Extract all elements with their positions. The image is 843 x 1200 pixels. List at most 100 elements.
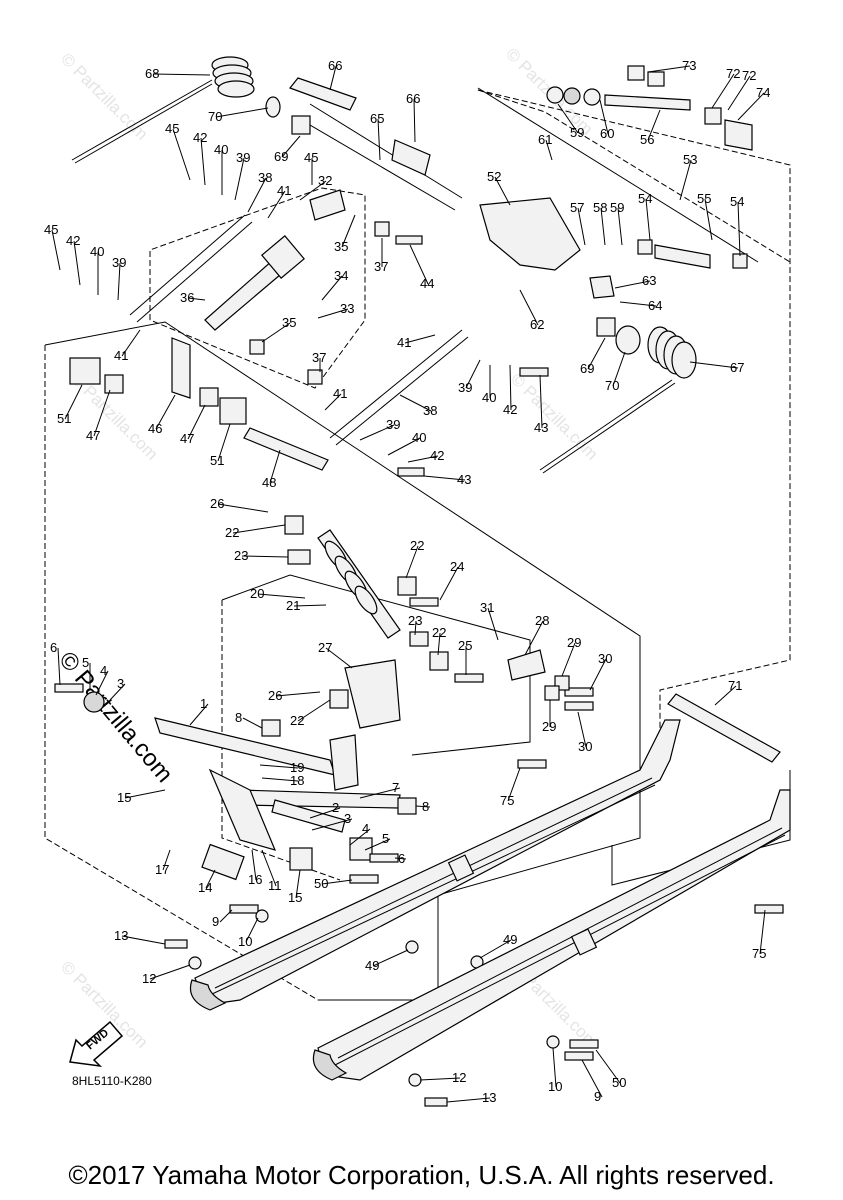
callout-19: 19	[290, 760, 304, 775]
callout-41: 41	[397, 335, 411, 350]
leader-line-42	[509, 364, 512, 411]
callout-8: 8	[235, 710, 242, 725]
sleeve-66b	[391, 139, 431, 176]
copyright-notice: ©2017 Yamaha Motor Corporation, U.S.A. A…	[68, 1160, 775, 1190]
callout-28: 28	[535, 613, 549, 628]
callout-labels: 1233445566788991010111212131314151516171…	[44, 58, 770, 1105]
collar-47	[104, 374, 124, 394]
callout-9: 9	[594, 1089, 601, 1104]
callout-43: 43	[534, 420, 548, 435]
callout-49: 49	[503, 932, 517, 947]
shock-body-36	[261, 235, 305, 279]
callout-61: 61	[538, 132, 552, 147]
callout-15: 15	[288, 890, 302, 905]
link-38-lower	[329, 329, 463, 439]
leader-line-68	[152, 73, 211, 76]
leader-line-30	[589, 658, 607, 691]
watermark-text: © Partzilla.com	[507, 369, 601, 463]
callout-44: 44	[420, 276, 434, 291]
shaft-56	[604, 94, 691, 111]
callout-3: 3	[344, 811, 351, 826]
watermark-main: © Partzilla.com	[53, 647, 178, 788]
callout-29: 29	[567, 635, 581, 650]
leader-line-31	[487, 607, 499, 641]
callout-45: 45	[165, 121, 179, 136]
leader-line-13	[446, 1097, 491, 1103]
callout-18: 18	[290, 773, 304, 788]
callout-74: 74	[756, 85, 770, 100]
collar-4	[349, 837, 373, 861]
callout-26: 26	[268, 688, 282, 703]
leader-line-61	[545, 139, 553, 161]
washer-70	[615, 325, 641, 355]
leader-line-19	[259, 764, 299, 769]
callout-20: 20	[250, 586, 264, 601]
callout-71: 71	[728, 678, 742, 693]
callout-22: 22	[432, 625, 446, 640]
leader-line-53	[679, 159, 692, 201]
leader-line-42	[200, 137, 206, 186]
leader-line-47	[187, 404, 206, 440]
leader-line-74	[737, 92, 765, 121]
leader-line-10	[552, 1047, 557, 1088]
callout-4: 4	[100, 663, 107, 678]
callout-8: 8	[422, 799, 429, 814]
callout-47: 47	[180, 431, 194, 446]
leader-line-42	[73, 240, 81, 286]
leader-line-24	[439, 566, 459, 601]
collar-22b	[397, 576, 417, 596]
callout-2: 2	[332, 800, 339, 815]
collar-22	[284, 515, 304, 535]
leader-line-35	[261, 322, 291, 343]
callout-47: 47	[86, 428, 100, 443]
leader-line-40	[387, 437, 421, 456]
bolt-44	[395, 235, 423, 245]
slide-rails	[189, 719, 791, 1081]
leader-line-63	[614, 280, 651, 289]
leader-line-9	[219, 909, 233, 923]
link-38-upper	[129, 214, 246, 316]
callout-52: 52	[487, 169, 501, 184]
callout-23: 23	[234, 548, 248, 563]
callout-5: 5	[382, 831, 389, 846]
collar-59	[546, 86, 564, 104]
callout-14: 14	[198, 880, 212, 895]
callout-69: 69	[580, 361, 594, 376]
leader-line-38	[247, 177, 267, 213]
leader-line-54	[737, 201, 741, 257]
callout-50: 50	[314, 876, 328, 891]
callout-46: 46	[148, 421, 162, 436]
callout-22: 22	[410, 538, 424, 553]
bracket-16	[208, 768, 277, 851]
callout-54: 54	[730, 194, 744, 209]
watermark-text: © Partzilla.com	[57, 49, 151, 143]
bolt-6	[54, 683, 84, 693]
slide-rail-right	[312, 789, 791, 1081]
link-28	[507, 649, 546, 681]
bolt-75b	[754, 904, 784, 914]
bracket-27	[344, 659, 401, 729]
callout-72: 72	[726, 66, 740, 81]
callout-22: 22	[290, 713, 304, 728]
callout-41: 41	[333, 386, 347, 401]
callout-42: 42	[193, 130, 207, 145]
leader-line-71	[714, 685, 737, 706]
callout-66: 66	[406, 91, 420, 106]
callout-43: 43	[457, 472, 471, 487]
leader-line-75	[507, 767, 521, 802]
leader-line-27	[325, 647, 353, 669]
callout-58: 58	[593, 200, 607, 215]
callout-32: 32	[318, 173, 332, 188]
bolt-9b	[564, 1051, 594, 1061]
leader-line-8	[415, 805, 431, 808]
leader-line-10	[245, 917, 259, 943]
leader-line-21	[293, 604, 327, 607]
leader-line-46	[155, 394, 176, 430]
leader-line-28	[524, 620, 544, 656]
collar-22c	[429, 651, 449, 671]
leader-line-3	[109, 683, 126, 701]
callout-39: 39	[112, 255, 126, 270]
callout-35: 35	[334, 239, 348, 254]
callout-73: 73	[682, 58, 696, 73]
callout-35: 35	[282, 315, 296, 330]
